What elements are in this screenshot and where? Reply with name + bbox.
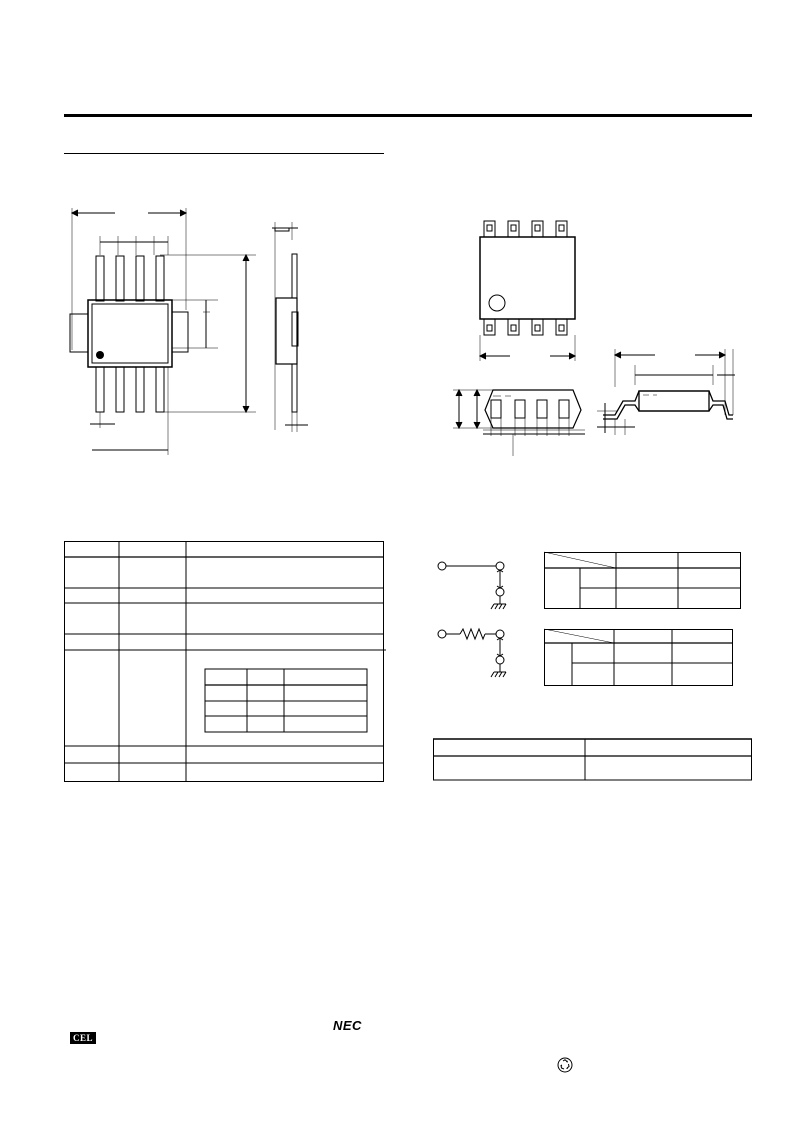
pin-function-table: [64, 541, 386, 782]
section-rule-left: [64, 153, 384, 154]
test-circuit-2: [437, 627, 507, 678]
sop8-package-side-view: [597, 349, 735, 435]
ordering-table: [433, 738, 752, 781]
header-rule: [64, 114, 752, 117]
cel-logo: CEL: [70, 1032, 96, 1044]
spec-table-2: [543, 628, 733, 686]
package-outline-drawing: [69, 208, 308, 455]
sop8-package-bottom-view: [453, 388, 585, 456]
test-circuit-1: [437, 561, 507, 610]
nec-logo: NEC: [333, 1018, 362, 1033]
sop8-package-top-view: [478, 220, 577, 361]
spec-table-1: [543, 551, 741, 609]
recycle-icon: [557, 1057, 573, 1073]
